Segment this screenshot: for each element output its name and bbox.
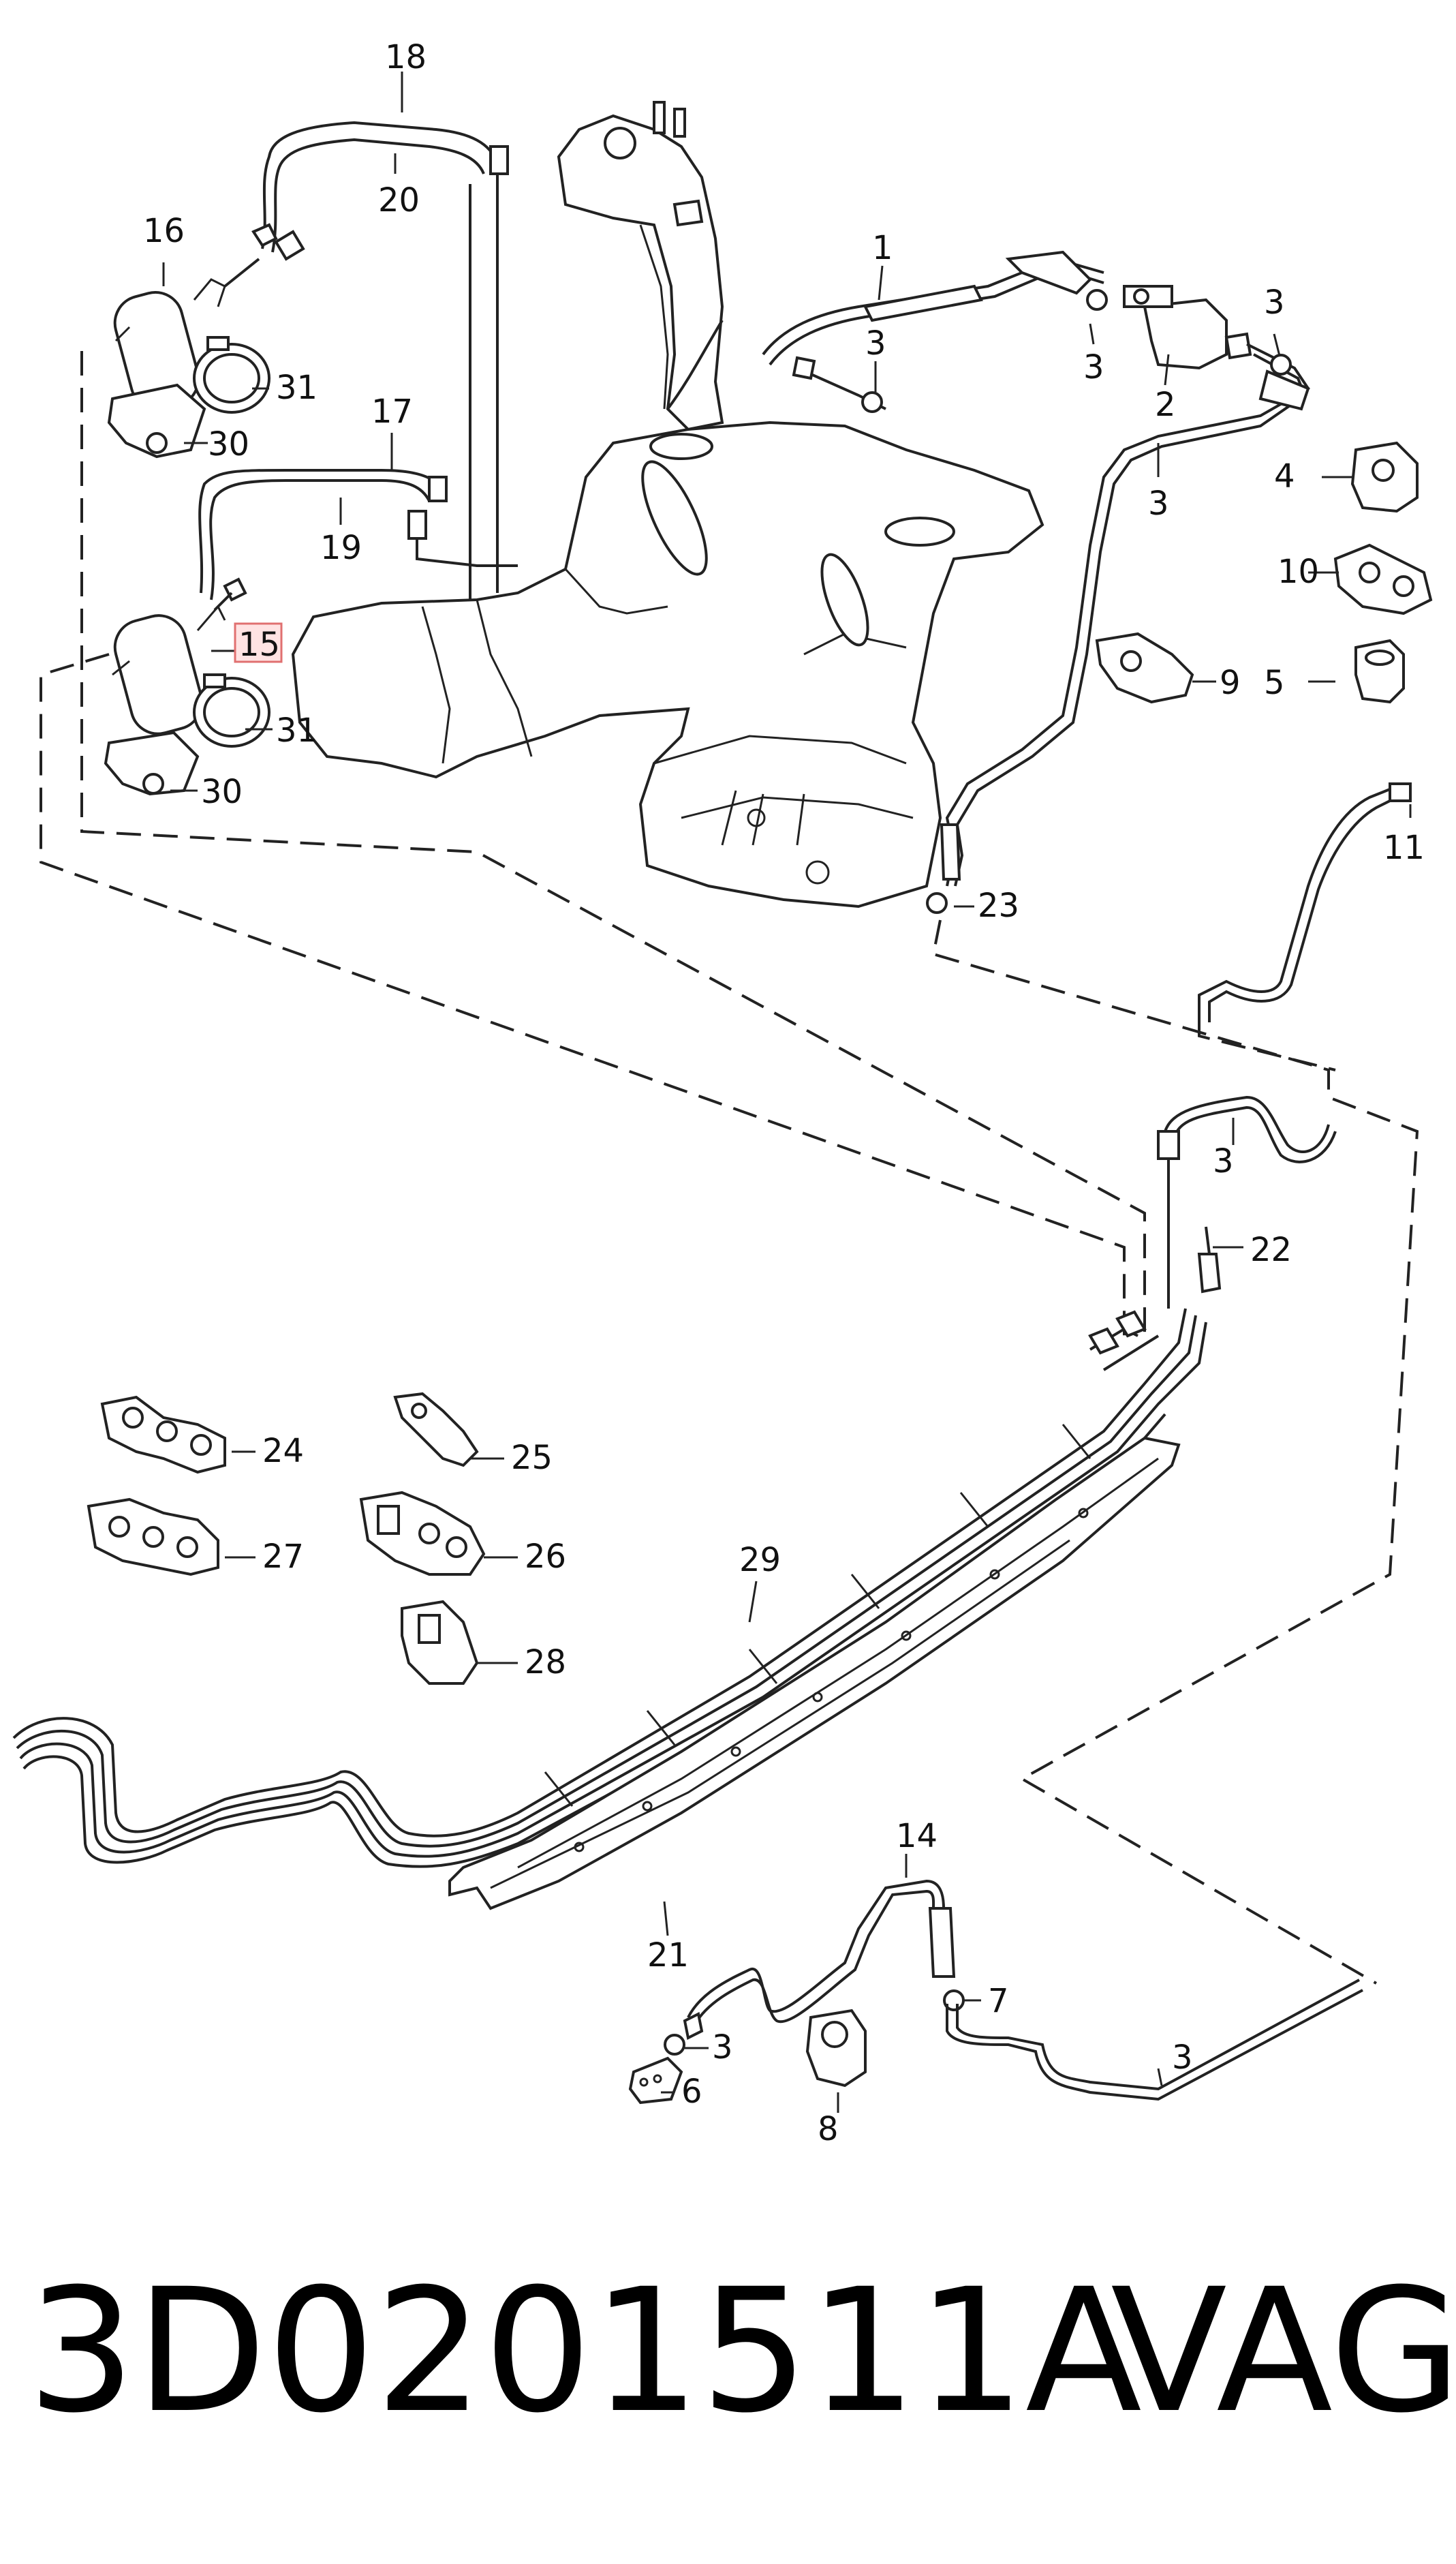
clip-25 [100,1395,226,1474]
label-1: 1 [872,229,893,267]
clip-9 [1333,543,1433,615]
label-16: 16 [143,212,185,250]
pipe-22 [1157,1095,1337,1309]
pipe-23 [1198,782,1412,1022]
label-21: 29 [739,1541,781,1579]
clamp-31-bottom [193,673,270,748]
label-22: 3 [1213,1142,1234,1180]
clip-3-instances [664,289,1292,2056]
label-3b: 3 [1083,348,1104,386]
label-29: 28 [525,1643,566,1681]
label-30a: 30 [208,425,249,463]
fuel-filter-15 [112,592,233,735]
pipe-17 [198,469,518,602]
brand-text: VAG [1111,2252,1456,2450]
label-3g: 3 [712,2028,733,2066]
pipe-6 [946,1979,1363,2101]
label-25: 24 [262,1432,304,1470]
label-5: 9 [1220,664,1241,702]
clip-12 [805,2009,867,2088]
bracket-8 [628,2056,683,2105]
part-number-text: 3D0201511A [27,2252,1142,2450]
bracket-30-top [107,383,206,459]
label-3c: 3 [1264,284,1285,322]
leader-lines [162,72,1412,2113]
pipe-4 [940,343,1310,887]
clip-29 [401,1600,479,1685]
label-3f: 7 [988,1982,1009,2020]
clip-10 [1350,441,1419,513]
label-4: 3 [1148,485,1169,523]
label-14: 21 [647,1936,689,1974]
caption: 3D0201511A VAG [27,2249,1456,2454]
label-17: 17 [371,393,413,431]
label-11: 5 [1264,664,1285,702]
label-27: 25 [511,1439,553,1477]
fuel-tank [291,101,1044,909]
connector-24 [1197,1226,1222,1294]
pipe-18 [251,121,509,261]
label-26: 27 [262,1538,304,1576]
label-3a: 3 [865,324,886,363]
pipe-1 [762,250,1104,410]
label-18: 18 [385,38,427,76]
clip-27 [393,1392,479,1467]
label-28: 26 [525,1538,566,1576]
clip-5 [1095,632,1194,704]
label-23: 11 [1383,829,1425,867]
part-labels: 18 20 16 31 30 17 19 15 31 30 1 3 3 3 2 … [143,38,1425,2148]
pipe-bundle-21 [12,1308,1207,1868]
clip-11 [1354,639,1405,704]
valve-2 [1123,285,1252,370]
label-9: 10 [1277,553,1319,591]
label-31b: 31 [276,712,317,750]
label-12: 8 [818,2110,839,2148]
label-2: 2 [1155,386,1176,424]
label-20: 20 [378,181,420,219]
label-19: 19 [320,529,362,567]
label-15: 15 [238,626,280,664]
clip-28 [359,1491,486,1576]
label-24: 22 [1250,1231,1292,1269]
pipe-20 [469,174,499,600]
clip-26 [87,1497,219,1576]
label-30b: 30 [201,773,243,811]
label-7: 14 [896,1817,938,1855]
label-3e: 23 [978,887,1019,925]
bracket-30-bottom [104,731,200,796]
label-8: 6 [681,2073,702,2111]
heat-shield-14 [448,1436,1181,1910]
label-31a: 31 [276,369,317,407]
clamp-31-top [193,336,270,414]
pipe-7 [683,1879,956,2040]
label-10: 4 [1274,457,1295,495]
label-6: 3 [1172,2039,1193,2077]
highlight-box-15 [234,622,283,663]
dashed-connectors [40,351,1419,1985]
